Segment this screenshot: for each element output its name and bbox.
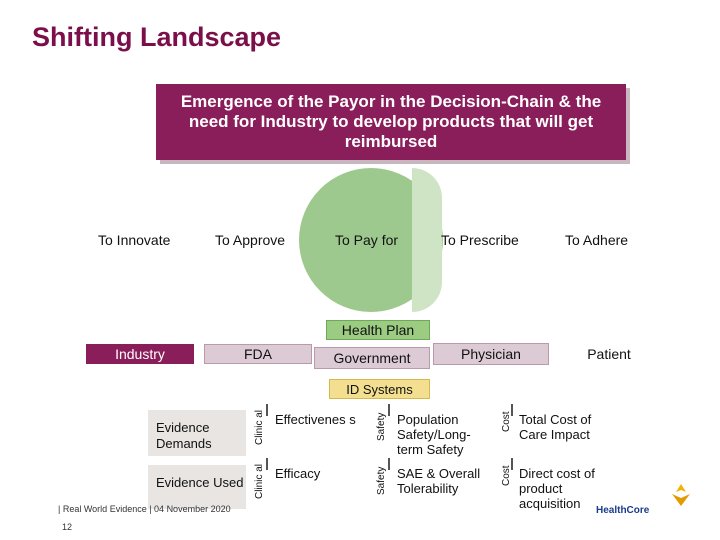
actor-government: Government [314,347,430,369]
actor-fda: FDA [204,344,312,364]
actor-industry: Industry [86,344,194,364]
page-number: 12 [62,522,73,532]
prescribe-band [412,168,442,312]
stage-prescribe: To Prescribe [441,232,519,248]
row-label-evidence-used: Evidence Used [148,465,246,509]
footer-text: | Real World Evidence | 04 November 2020 [58,504,231,514]
safety-population: Population Safety/Long-term Safety [397,412,471,457]
health-plan-box: Health Plan [326,320,430,340]
cost-total-care: Total Cost of Care Impact [519,412,592,442]
cost-marker-2 [511,458,523,470]
stage-innovate: To Innovate [98,232,171,248]
row-label-evidence-demands: Evidence Demands [148,410,246,456]
cost-direct: Direct cost of product acquisition [519,466,595,511]
clinical-effectiveness: Effectivenes s [275,412,356,427]
clinical-marker-1 [266,404,278,416]
logo-icon [668,482,694,508]
id-systems-box: ID Systems [329,379,430,399]
stage-pay-for: To Pay for [335,232,399,248]
logo-wordmark: HealthCore [596,505,650,516]
page-title: Shifting Landscape [32,22,282,52]
actor-patient: Patient [587,346,631,362]
payor-banner: Emergence of the Payor in the Decision-C… [156,84,626,160]
stage-adhere: To Adhere [565,232,629,248]
safety-marker-2 [388,458,400,470]
clinical-efficacy: Efficacy [275,466,321,481]
stage-approve: To Approve [215,232,286,248]
banner-text: Emergence of the Payor in the Decision-C… [180,92,602,151]
safety-marker-1 [388,404,400,416]
clinical-marker-2 [266,458,278,470]
cost-marker-1 [511,404,523,416]
actor-physician: Physician [433,343,549,365]
safety-sae: SAE & Overall Tolerability [397,466,481,496]
